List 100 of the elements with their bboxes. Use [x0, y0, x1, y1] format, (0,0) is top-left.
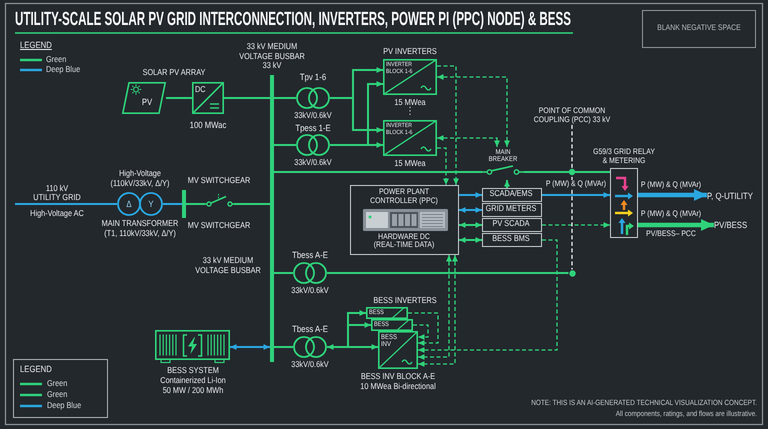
dashed-double-arrow: [437, 74, 510, 147]
interface-module: [482, 233, 542, 247]
transformer-label: Tpv 1-6: [300, 72, 326, 82]
dashed-double-arrow: [418, 255, 458, 367]
flow-label: PV/BESS– PCC: [646, 230, 696, 238]
dashed-arrow: [413, 324, 429, 340]
diagram-title: UTILITY-SCALE SOLAR PV GRID INTERCONNECTION, INVERTERS, POWER PI (PPC) NODE) & BESS: [15, 9, 571, 31]
ellipsis-label: ⋮: [406, 106, 414, 118]
controller-panel: [350, 185, 459, 255]
grid-label: 110 kV UTILITY GRID: [32, 184, 82, 203]
container-label: Containerized Li-Ion 50 MW / 200 MWh: [158, 376, 226, 396]
interface-module: [482, 203, 542, 217]
legend-label: Green: [47, 379, 68, 389]
double-arrow: [327, 344, 378, 350]
interface-module: [482, 218, 542, 232]
module-label: PV SCADA: [492, 219, 530, 229]
placeholder-panel: [642, 10, 756, 48]
section-label: BESS INVERTERS: [373, 296, 437, 306]
grid-label: High-Voltage AC: [30, 208, 84, 218]
switchgear-label: MV SWITCHGEAR: [188, 176, 250, 186]
legend-label: Green: [47, 390, 68, 400]
switchgear-label: MV SWITCHGEAR: [188, 220, 250, 230]
transformer-label: Tbess A-E: [292, 324, 328, 334]
controller-label: HARDWARE DC (REAL-TIME DATA): [372, 232, 435, 250]
connector-line: [186, 203, 205, 205]
arrow: [330, 81, 383, 146]
rating-label: 33kV/0.6kV: [291, 360, 329, 370]
section-label: SOLAR PV ARRAY: [142, 68, 206, 78]
busbar-label: 33 kV MEDIUM VOLTAGE BUSBAR 33 kV: [238, 42, 306, 71]
winding-label: Δ: [126, 198, 132, 209]
arrow: [330, 97, 383, 133]
controller-label: POWER PLANT CONTROLLER (PPC): [368, 188, 438, 206]
rating-label: 100 MWac: [190, 120, 226, 130]
container-label: BESS SYSTEM: [166, 366, 218, 376]
relay-label: G59/3 GRID RELAY & METERING: [592, 148, 656, 166]
dashed-arrow: [408, 312, 439, 346]
connector-line: [224, 97, 270, 99]
inverter-block: [371, 319, 413, 331]
dashed-connector-line: [571, 124, 573, 270]
arrow: [504, 180, 510, 188]
connector-line: [163, 203, 182, 205]
dashed-double-arrow: [437, 135, 500, 147]
legend-label: Green: [46, 55, 66, 65]
dashed-arrow: [437, 65, 459, 185]
transformer-label: Tpess 1-E: [295, 122, 331, 133]
edge-label: P (MW) & Q (MVAr): [640, 180, 702, 190]
module-label: GRID METERS: [486, 204, 536, 214]
inverter-block: [366, 307, 408, 319]
section-label: PV INVERTERS: [383, 47, 437, 57]
busbar-label: 33 kV MEDIUM VOLTAGE BUSBAR: [194, 256, 262, 276]
dashed-arrow: [418, 239, 558, 353]
legend-label: Deep Blue: [47, 401, 82, 411]
double-arrow: [459, 222, 482, 228]
legend-label: Deep Blue: [46, 65, 80, 75]
converter-label: DC: [195, 84, 206, 94]
interface-module: [482, 188, 542, 202]
connector-line: [274, 97, 296, 99]
module-label: SCADA/EMS: [489, 189, 533, 199]
double-arrow: [459, 237, 482, 243]
winding-label: Y: [148, 198, 154, 209]
connector-line: [234, 203, 270, 205]
connector-line: [327, 272, 568, 274]
pcc-label: POINT OF COMMON COUPLING (PCC) 33 kV: [531, 107, 613, 125]
output-label: P, Q-UTILITY: [707, 190, 753, 201]
dashed-arrow: [437, 147, 449, 185]
placeholder-text: BLANK NEGATIVE SPACE: [657, 24, 741, 32]
rating-label: BESS INV BLOCK A-E 10 MWea Bi-directional: [359, 372, 437, 392]
legend-heading: LEGEND: [20, 40, 52, 50]
module-label: BESS BMS: [492, 234, 530, 244]
double-arrow: [459, 207, 482, 213]
bus-segment: [182, 190, 186, 218]
rating-label: 33kV/0.6kV: [294, 158, 332, 168]
connector-line: [274, 346, 293, 348]
connector-line: [166, 97, 192, 99]
rating-label: 33kV/0.6kV: [294, 110, 332, 120]
connector-line: [524, 171, 610, 173]
output-label: PV/BESS: [714, 220, 748, 230]
legend-heading: LEGEND: [20, 364, 52, 374]
junction-dot-icon: [568, 270, 576, 276]
arrow: [459, 192, 482, 198]
edge-label: P (MW) & Q (MVAr): [545, 180, 607, 188]
rating-label: 15 MWea: [394, 98, 426, 106]
rating-label: 15 MWea: [394, 158, 426, 168]
dashed-double-arrow: [418, 255, 452, 360]
edge-label: P (MW) & Q (MVAr): [640, 210, 702, 218]
rating-label: 33kV/0.6kV: [291, 286, 329, 296]
transformer-label: High-Voltage (110kV/33kV, Δ/Y): [110, 169, 170, 188]
transformer-label: MAIN TRANSFORMER (T1, 110kV/33kV, Δ/Y): [100, 219, 180, 238]
connector-line: [274, 171, 482, 173]
transformer-label: Tbess A-E: [292, 250, 328, 260]
arrow: [542, 192, 610, 198]
solar-panel: [122, 82, 166, 114]
connector-line: [15, 203, 117, 205]
thick-arrow: [638, 219, 714, 231]
connector-line: [274, 272, 293, 274]
thick-arrow: [638, 189, 707, 201]
connector-line: [274, 144, 296, 146]
double-arrow: [230, 344, 270, 350]
panel-label: PV: [142, 97, 152, 108]
dashed-arrow: [542, 222, 610, 228]
